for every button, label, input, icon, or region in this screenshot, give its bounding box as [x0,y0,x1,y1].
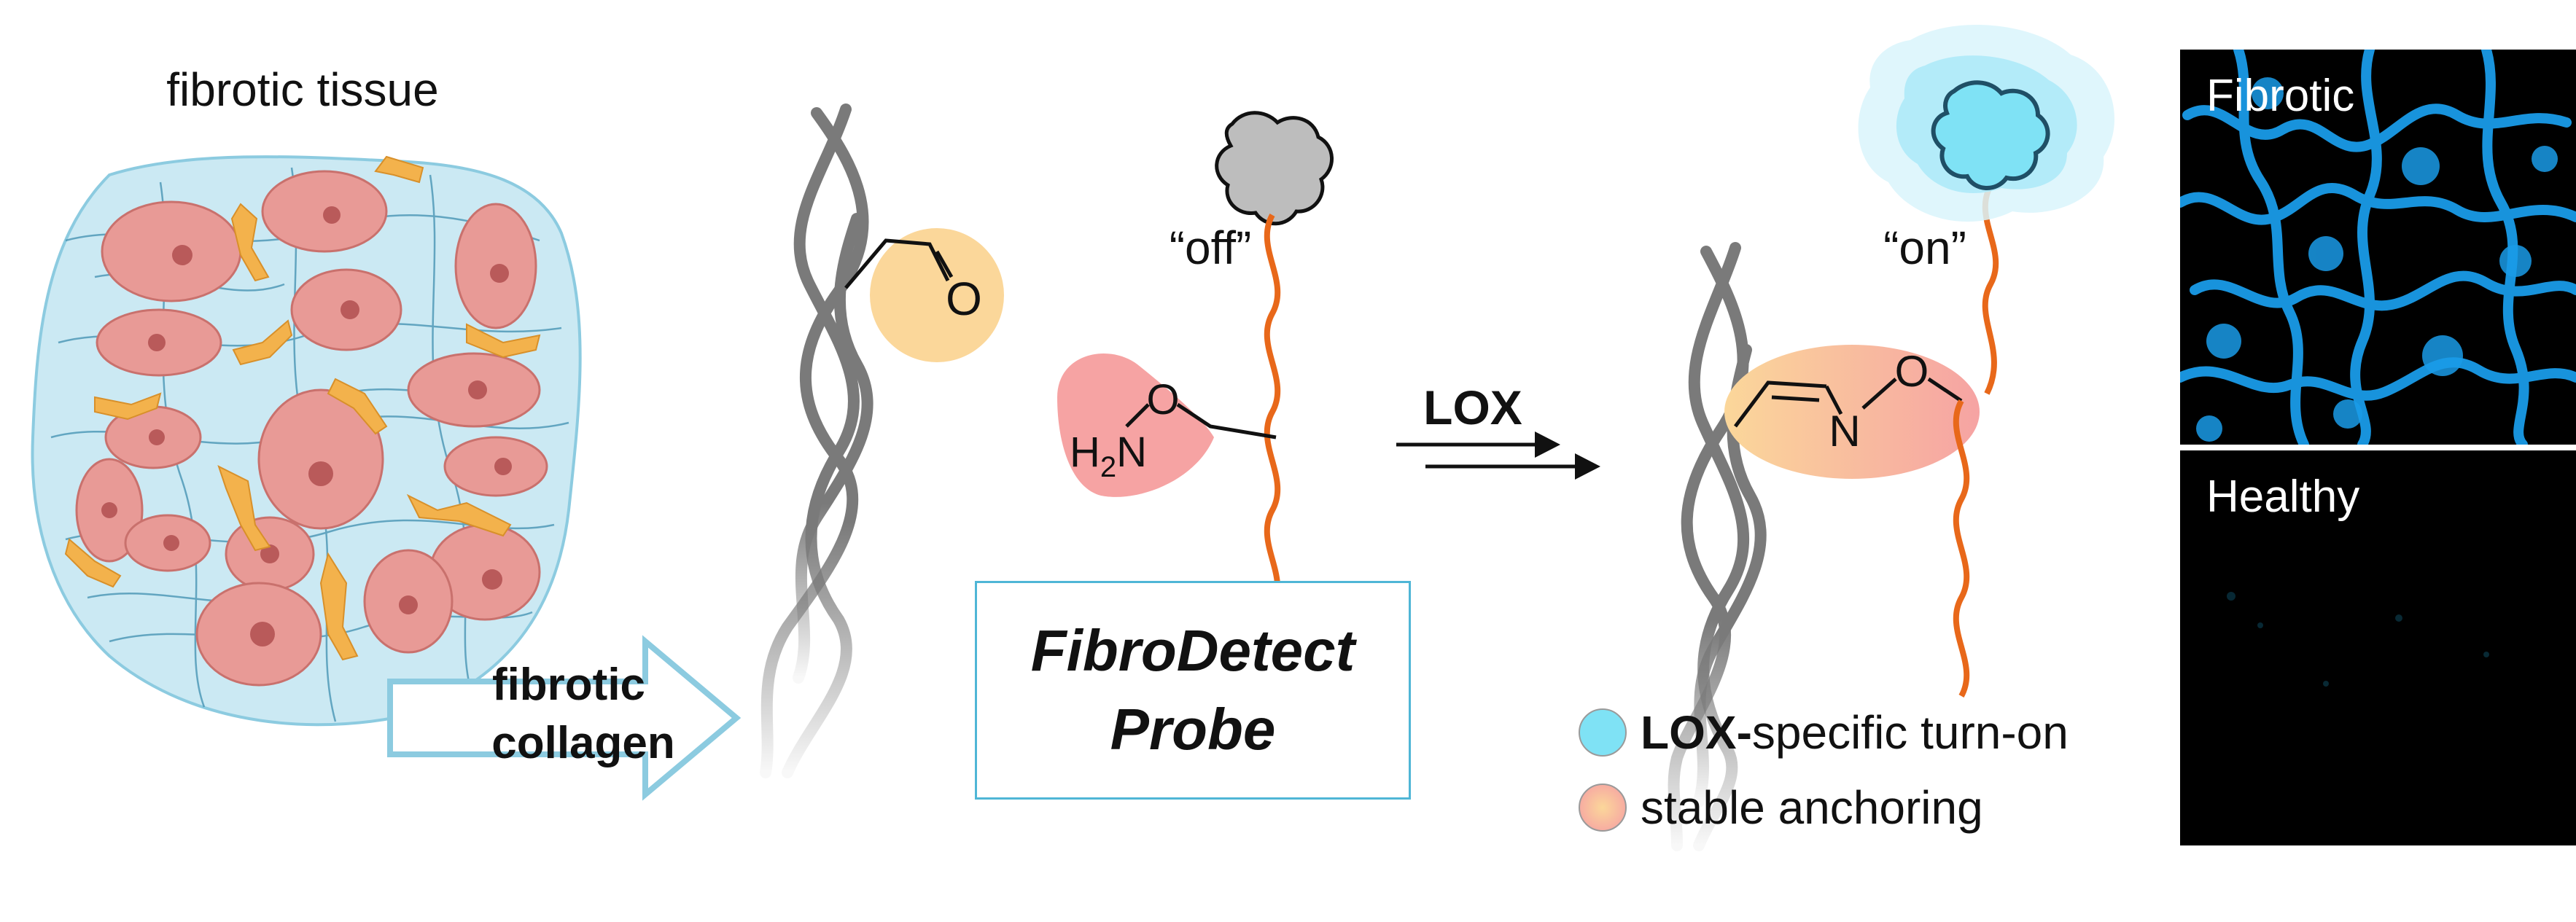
amine-n: N [1116,429,1147,476]
arrow-label-line1: fibrotic [492,660,645,710]
fibroblasts [64,155,541,661]
aldehyde-oxygen-label: O [946,273,982,325]
fibrotic-tissue-illustration [31,155,582,727]
aldehyde-bonds [844,238,954,289]
arrow-label-line2: collagen [491,718,675,768]
fluorophore-blob-icon [1931,80,2050,190]
healthy-microscopy-panel: Healthy [2180,450,2576,845]
tissue-title: fibrotic tissue [166,63,438,116]
probe-name-line2: Probe [1110,697,1276,762]
oxime-nitrogen-label: N [1829,407,1860,456]
collagen-helix-left [760,103,873,778]
fibrotic-signal-image [2180,50,2576,445]
aminooxy-highlight [1057,353,1214,497]
state-on-label: “on” [1883,222,1966,274]
reaction-arrow-icon [1396,431,1600,480]
cell-nuclei [101,206,512,646]
reaction-enzyme-label: LOX [1423,380,1522,434]
hollow-arrow-icon [387,635,742,801]
legend-turn-on-swatch [1579,708,1627,757]
amine-subscript: 2 [1100,451,1116,483]
oxime-bonds [1734,377,1963,428]
fibrotic-panel-label: Fibrotic [2206,71,2355,121]
healthy-signal-image [2180,450,2576,845]
healthy-panel-label: Healthy [2206,472,2360,522]
quencher-blob-icon [1215,111,1334,226]
aminooxy-bonds [1125,402,1277,439]
fibrotic-microscopy-panel: Fibrotic [2180,50,2576,445]
legend-item-turn-on-rest: specific turn-on [1752,706,2069,759]
legend-item-turn-on-bold: LOX- [1641,706,1752,759]
aldehyde-highlight [870,228,1004,362]
legend-item-anchoring: stable anchoring [1641,781,1983,834]
oxime-oxygen-label: O [1895,347,1929,396]
oxime-highlight [1724,345,1980,479]
probe-name-line1: FibroDetect [1030,618,1355,683]
state-off-label: “off” [1170,222,1252,274]
product-linker [1953,399,1970,698]
legend-anchoring-swatch [1579,784,1627,832]
probe-name-box: FibroDetect Probe [975,581,1411,800]
legend-item-turn-on: LOX-specific turn-on [1641,706,2069,759]
amine-h: H [1070,429,1100,476]
aminooxy-group: H2N [1070,429,1147,483]
aminooxy-oxygen-label: O [1146,376,1179,423]
